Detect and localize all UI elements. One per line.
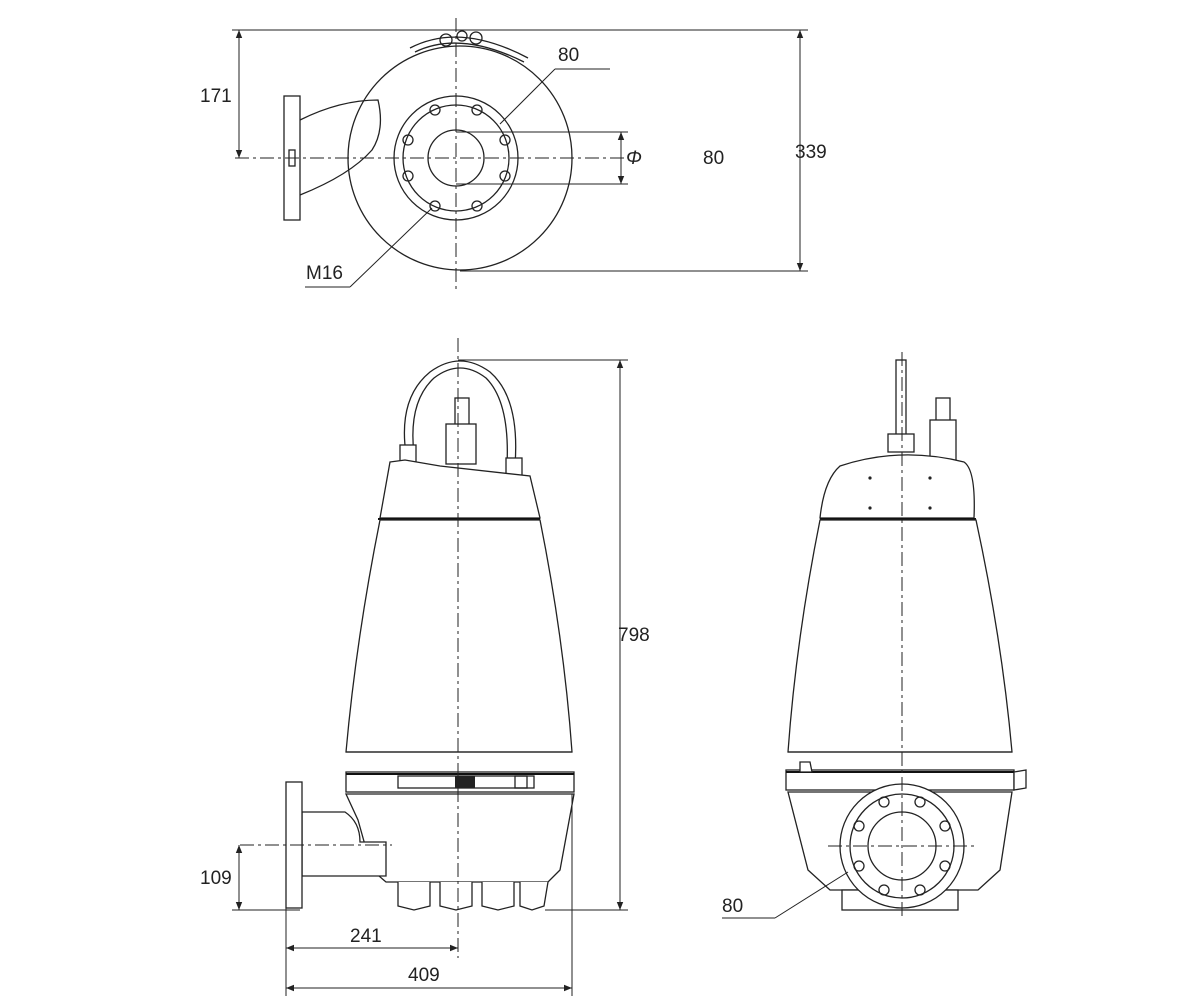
dim-409-label: 409 (408, 965, 440, 986)
dim-339-label: 339 (795, 142, 827, 163)
side-bolt-holes (853, 796, 951, 896)
dim-109-label: 109 (200, 868, 232, 889)
top-view: 171 339 Φ 80 80 M16 (200, 18, 827, 290)
dim-171-label: 171 (200, 86, 232, 107)
dim-bolt-circle-label: 80 (558, 45, 579, 66)
dim-outlet-label: 80 (703, 148, 724, 169)
thread-label: M16 (306, 263, 343, 284)
dim-241-label: 241 (350, 926, 382, 947)
dim-798-label: 798 (618, 625, 650, 646)
dim-bore-symbol: Φ (626, 148, 642, 169)
dim-flange-label: 80 (722, 896, 743, 917)
top-bolt-holes (402, 104, 511, 212)
front-view: 798 109 241 409 (200, 338, 650, 996)
side-view: 80 (722, 352, 1027, 919)
